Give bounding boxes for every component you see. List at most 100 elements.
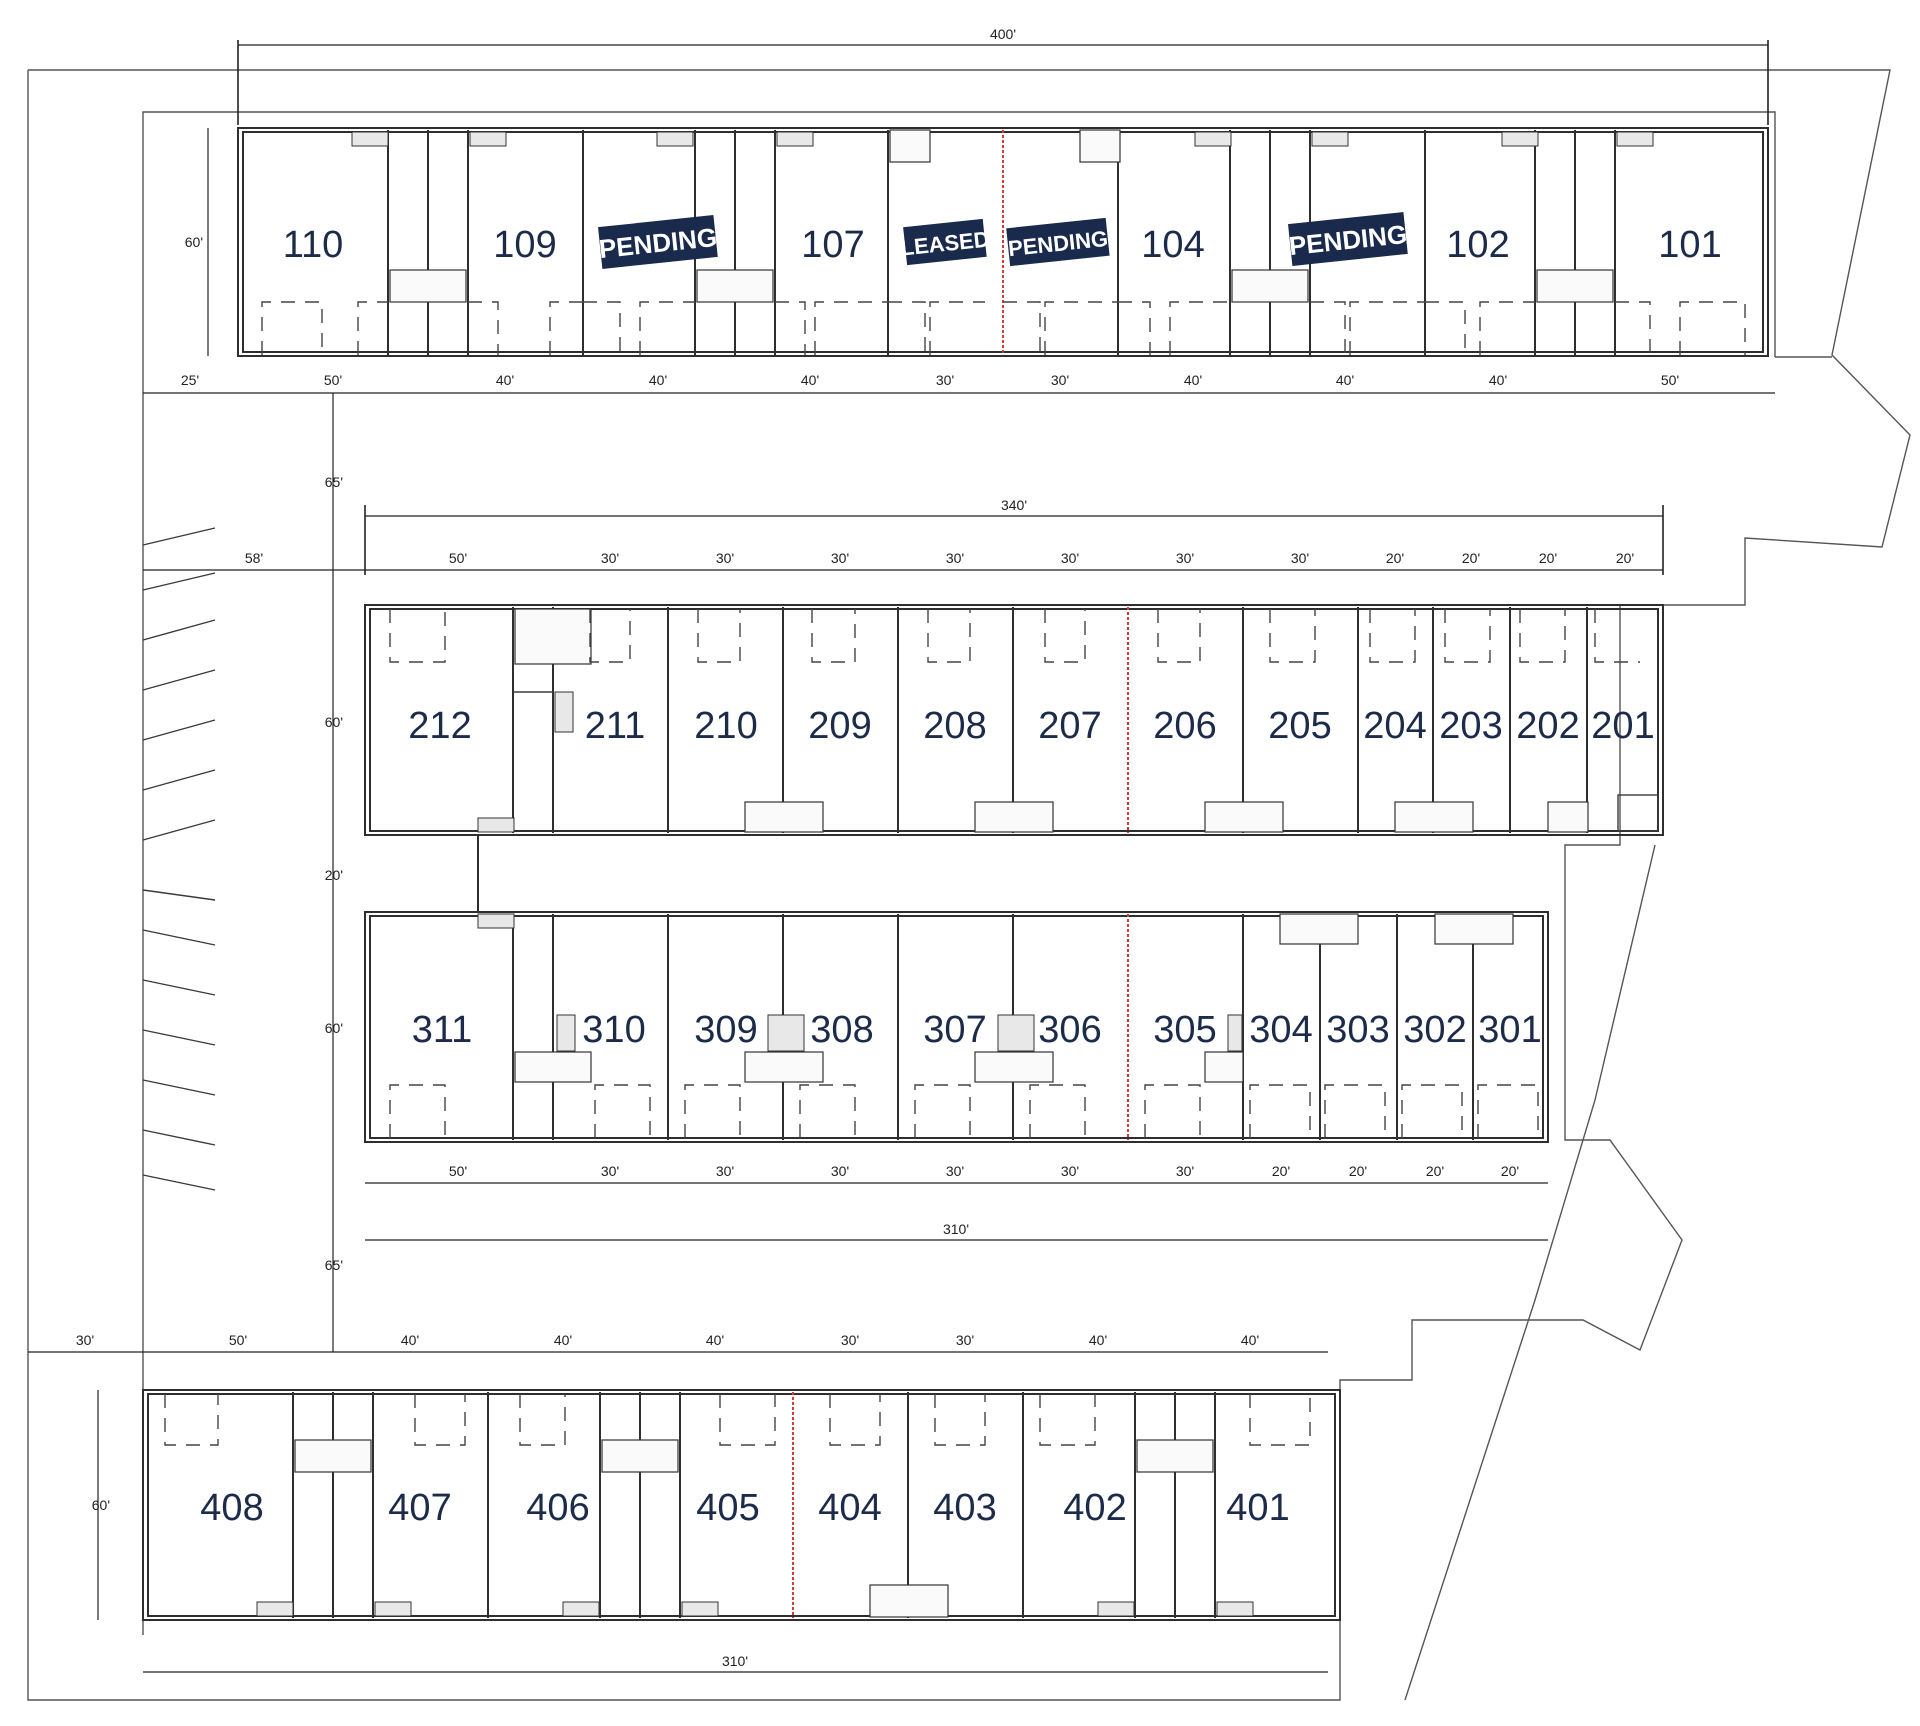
unit-110: 110: [283, 224, 344, 266]
svg-text:30': 30': [946, 1163, 964, 1179]
building-1-outline: [237, 127, 1769, 357]
dim-bldg1-depth: 60': [185, 234, 203, 250]
dim-left-offset-4: 30': [76, 1332, 94, 1348]
svg-text:40': 40': [496, 372, 514, 388]
unit-201: 201: [1591, 705, 1654, 747]
svg-text:30': 30': [716, 550, 734, 566]
dim-left-offset-2: 58': [245, 550, 263, 566]
bldg4-segment-labels: 50' 40' 40' 40' 30' 30' 40' 40': [229, 1332, 1259, 1348]
unit-307: 307: [923, 1009, 986, 1051]
svg-text:30': 30': [1176, 1163, 1194, 1179]
parking-stripes: [142, 527, 216, 1191]
svg-text:50': 50': [449, 550, 467, 566]
unit-306: 306: [1038, 1009, 1101, 1051]
unit-104: 104: [1141, 224, 1204, 266]
unit-101: 101: [1658, 224, 1721, 266]
svg-text:40': 40': [706, 1332, 724, 1348]
dimensions: [28, 40, 1775, 1673]
unit-406: 406: [526, 1487, 589, 1529]
dim-bldg3-width: 310': [943, 1221, 969, 1237]
unit-207: 207: [1038, 705, 1101, 747]
svg-text:50': 50': [229, 1332, 247, 1348]
svg-text:40': 40': [1089, 1332, 1107, 1348]
svg-text:50': 50': [449, 1163, 467, 1179]
unit-309: 309: [694, 1009, 757, 1051]
svg-text:30': 30': [716, 1163, 734, 1179]
building-2-outline: [364, 604, 1664, 836]
unit-405: 405: [696, 1487, 759, 1529]
building-4: [142, 1389, 1341, 1621]
svg-text:20': 20': [1349, 1163, 1367, 1179]
pending-badge-2: PENDING: [1006, 217, 1110, 267]
unit-102: 102: [1446, 224, 1509, 266]
svg-text:20': 20': [1501, 1163, 1519, 1179]
svg-text:40': 40': [649, 372, 667, 388]
svg-text:30': 30': [841, 1332, 859, 1348]
svg-text:30': 30': [936, 372, 954, 388]
svg-text:20': 20': [1539, 550, 1557, 566]
building-3: [364, 911, 1549, 1143]
svg-text:20': 20': [1616, 550, 1634, 566]
svg-text:30': 30': [601, 1163, 619, 1179]
svg-text:40': 40': [401, 1332, 419, 1348]
dim-bldg4-width: 310': [722, 1653, 748, 1669]
svg-text:30': 30': [831, 1163, 849, 1179]
leased-badge: LEASED: [899, 218, 991, 266]
pending-badge-1: PENDING: [598, 215, 718, 269]
unit-310: 310: [582, 1009, 645, 1051]
svg-text:30': 30': [1061, 550, 1079, 566]
svg-text:50': 50': [1661, 372, 1679, 388]
site-boundary: [27, 69, 1911, 1701]
pending-badge-3: PENDING: [1288, 212, 1408, 266]
unit-202: 202: [1516, 705, 1579, 747]
svg-text:40': 40': [1241, 1332, 1259, 1348]
unit-401: 401: [1226, 1487, 1289, 1529]
unit-204: 204: [1363, 705, 1426, 747]
svg-text:50': 50': [324, 372, 342, 388]
unit-210: 210: [694, 705, 757, 747]
building-3-outline: [364, 911, 1549, 1143]
building-2: [364, 604, 1664, 836]
dim-bldg4-depth: 60': [92, 1497, 110, 1513]
unit-107: 107: [801, 224, 864, 266]
dim-gap-1-2: 65': [325, 474, 343, 490]
unit-209: 209: [808, 705, 871, 747]
svg-text:20': 20': [1272, 1163, 1290, 1179]
building-1: [237, 127, 1769, 357]
svg-text:30': 30': [1051, 372, 1069, 388]
svg-text:20': 20': [1386, 550, 1404, 566]
unit-402: 402: [1063, 1487, 1126, 1529]
bldg2-segment-labels: 50' 30' 30' 30' 30' 30' 30' 30' 20' 20' …: [449, 550, 1634, 566]
dim-gap-2-3: 20': [325, 867, 343, 883]
svg-text:30': 30': [1061, 1163, 1079, 1179]
unit-403: 403: [933, 1487, 996, 1529]
svg-text:40': 40': [1336, 372, 1354, 388]
unit-407: 407: [388, 1487, 451, 1529]
svg-text:40': 40': [1489, 372, 1507, 388]
dim-bldg2-depth: 60': [325, 714, 343, 730]
svg-text:30': 30': [956, 1332, 974, 1348]
dim-bldg3-depth: 60': [325, 1020, 343, 1036]
svg-text:30': 30': [601, 550, 619, 566]
unit-404: 404: [818, 1487, 881, 1529]
dim-left-offset-1: 25': [181, 372, 199, 388]
unit-203: 203: [1439, 705, 1502, 747]
unit-205: 205: [1268, 705, 1331, 747]
unit-211: 211: [585, 705, 646, 747]
dim-gap-3-4: 65': [325, 1257, 343, 1273]
svg-text:40': 40': [801, 372, 819, 388]
bldg3-segment-labels: 50' 30' 30' 30' 30' 30' 30' 20' 20' 20' …: [449, 1163, 1519, 1179]
unit-304: 304: [1249, 1009, 1312, 1051]
unit-208: 208: [923, 705, 986, 747]
site-east-curve: [1404, 844, 1656, 1701]
unit-305: 305: [1153, 1009, 1216, 1051]
unit-308: 308: [810, 1009, 873, 1051]
unit-303: 303: [1326, 1009, 1389, 1051]
svg-text:30': 30': [831, 550, 849, 566]
unit-206: 206: [1153, 705, 1216, 747]
unit-301: 301: [1478, 1009, 1541, 1051]
unit-408: 408: [200, 1487, 263, 1529]
svg-text:30': 30': [1291, 550, 1309, 566]
building-4-outline: [142, 1389, 1341, 1621]
